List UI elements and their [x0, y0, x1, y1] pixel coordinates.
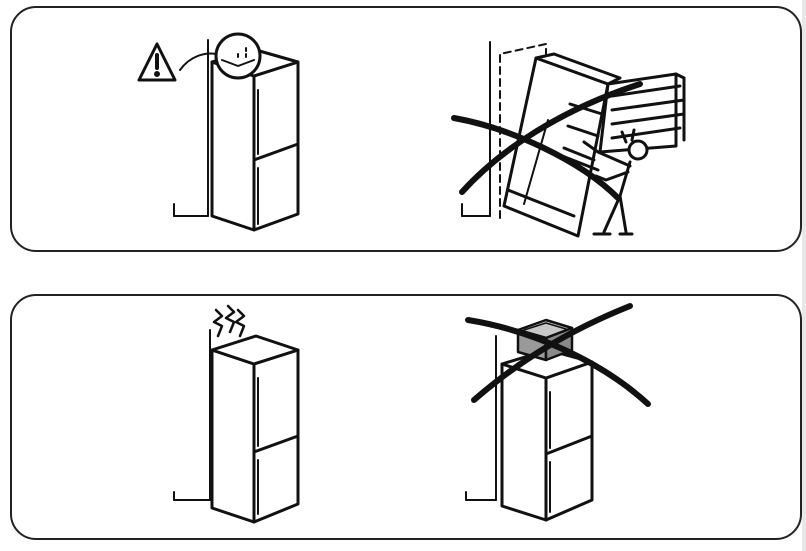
fridge — [210, 48, 300, 232]
scroll-edge — [802, 0, 806, 551]
heat-waves-icon — [212, 304, 246, 338]
cross-out-icon — [465, 303, 651, 407]
fridge-with-heat — [173, 304, 300, 524]
fridge — [500, 348, 594, 522]
fridge-with-box-on-top-crossed — [465, 303, 651, 522]
warning-triangle-icon — [137, 42, 177, 82]
cross-out-icon — [451, 81, 643, 201]
wall — [173, 39, 209, 217]
fridge — [210, 334, 300, 524]
wall — [465, 335, 497, 501]
panel-bottom — [10, 294, 802, 540]
fridge-tipping-crossed — [451, 41, 686, 238]
wall — [173, 329, 211, 501]
fridge-with-warning — [137, 32, 300, 232]
